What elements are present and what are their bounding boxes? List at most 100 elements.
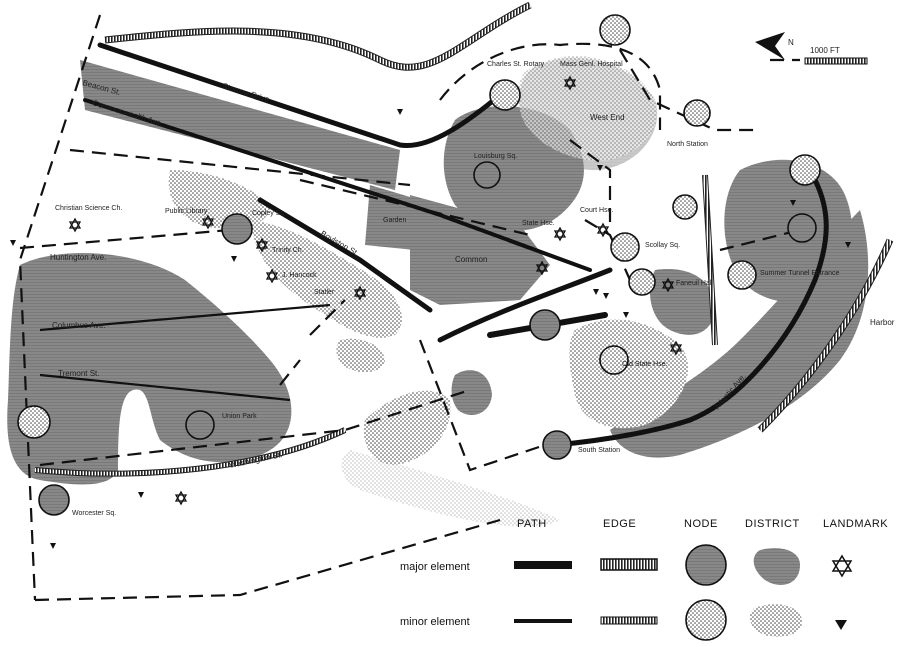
star-icon bbox=[353, 285, 367, 301]
label-trinity-ch: Trinity Ch. bbox=[272, 247, 304, 254]
triangle-icon bbox=[593, 289, 599, 295]
tremont-path bbox=[437, 267, 613, 343]
scale-group: N 1000 FT bbox=[755, 32, 868, 65]
mass-genl-node bbox=[599, 14, 631, 46]
legend-minor-edge bbox=[600, 616, 658, 625]
north-end-node-2 bbox=[787, 213, 817, 243]
triangle-icon bbox=[397, 109, 403, 115]
label-charles-st-rotary: Charles St. Rotary bbox=[487, 61, 545, 68]
worcester-sq-node bbox=[38, 484, 70, 516]
legend-major-path bbox=[514, 561, 572, 569]
label-louisburg-sq: Louisburg Sq. bbox=[474, 153, 517, 160]
label-storrow-drive: Storrow Drive bbox=[221, 81, 270, 104]
west-end-dots bbox=[518, 56, 657, 161]
star-icon bbox=[68, 217, 82, 233]
atlantic-ave-path bbox=[552, 177, 829, 448]
star-icon bbox=[255, 237, 269, 253]
major-districts bbox=[7, 57, 869, 485]
north-end-node-1 bbox=[789, 154, 821, 186]
triangle-icon bbox=[10, 240, 16, 246]
faneuil-district bbox=[650, 269, 715, 335]
legend-major-district bbox=[753, 548, 800, 585]
major-edges bbox=[34, 1, 894, 477]
garden-district bbox=[365, 185, 420, 250]
boylston-st-path bbox=[257, 197, 433, 313]
south-edge-inner bbox=[34, 428, 346, 476]
label-union-park: Union Park bbox=[222, 413, 257, 420]
park-sq-district bbox=[336, 338, 385, 373]
star-icon bbox=[661, 277, 675, 293]
star-icon bbox=[265, 268, 279, 284]
label-columbus-ave: Columbus Ave. bbox=[52, 321, 106, 330]
old-state-hse-node bbox=[599, 345, 629, 375]
star-icon bbox=[553, 226, 567, 242]
legend-col-district: DISTRICT bbox=[745, 518, 800, 530]
charles-st-rotary-node bbox=[489, 79, 521, 111]
beacon-st-path bbox=[97, 42, 503, 149]
commonwealth-ave-path bbox=[83, 98, 592, 272]
financial-district bbox=[569, 319, 688, 429]
label-west-end: West End bbox=[590, 113, 625, 122]
ne-boundary bbox=[619, 49, 760, 132]
triangle-icon bbox=[138, 492, 144, 498]
south-end-district bbox=[7, 253, 292, 485]
star-icon bbox=[563, 75, 577, 91]
triangle-icon bbox=[790, 200, 796, 206]
label-christian-science-ch: Christian Science Ch. bbox=[55, 205, 122, 212]
label-north-station: North Station bbox=[667, 141, 708, 148]
label-worcester-sq: Worcester Sq. bbox=[72, 510, 116, 517]
triangle-landmarks bbox=[10, 109, 851, 549]
harbor-edge-inner bbox=[758, 239, 893, 432]
label-copley-sq: Copley Sq. bbox=[252, 210, 286, 217]
louisburg-sq-node bbox=[473, 161, 501, 189]
legend-major-edge bbox=[600, 558, 658, 571]
west-end-boundary bbox=[439, 42, 662, 130]
minor-paths bbox=[18, 14, 801, 602]
label-huntington-ave: Huntington Ave. bbox=[50, 253, 106, 262]
star-icon bbox=[174, 490, 188, 506]
north-station-node bbox=[683, 99, 711, 127]
back-bay-district bbox=[80, 60, 400, 190]
legend-star-icon bbox=[831, 554, 853, 578]
label-mass-genl-hospital: Mass Genl. Hospital bbox=[560, 61, 623, 68]
label-tremont-st: Tremont St. bbox=[58, 369, 100, 378]
star-icon bbox=[535, 260, 549, 276]
haymarket-node bbox=[672, 194, 698, 220]
label-south-station: South Station bbox=[578, 447, 620, 454]
summer-tunnel-node bbox=[727, 260, 757, 290]
north-boundary-path bbox=[18, 14, 102, 601]
label-faneuil-hall: Faneuil Hall bbox=[676, 280, 713, 287]
major-paths bbox=[83, 42, 829, 448]
scollay-sq-node bbox=[610, 232, 640, 262]
label-garden: Garden bbox=[383, 217, 406, 224]
chinatown-district bbox=[451, 370, 492, 415]
copley-district bbox=[168, 170, 270, 229]
triangle-icon bbox=[623, 312, 629, 318]
landmarks bbox=[68, 75, 683, 506]
triangle-icon bbox=[603, 293, 609, 299]
star-icon bbox=[669, 340, 683, 356]
leather-district bbox=[363, 390, 451, 465]
south-station-node bbox=[542, 430, 572, 460]
huntington-ave-path bbox=[19, 228, 231, 250]
label-summer-tunnel: Summer Tunnel Entrance bbox=[760, 270, 839, 277]
sudbury-path bbox=[569, 139, 612, 230]
label-court-hse: Court Hse. bbox=[580, 207, 614, 214]
legend-col-node: NODE bbox=[684, 518, 718, 530]
legend: PATH EDGE NODE DISTRICT LANDMARK major e… bbox=[400, 518, 888, 641]
east-boundary-path bbox=[584, 219, 632, 281]
triangle-icon bbox=[597, 165, 603, 171]
statler-district bbox=[250, 220, 402, 338]
triangle-icon bbox=[845, 242, 851, 248]
common-district bbox=[410, 195, 550, 305]
north-arrow-icon bbox=[755, 32, 785, 60]
union-park-node bbox=[185, 410, 215, 440]
downtown-crossing-node bbox=[529, 309, 561, 341]
legend-row-major: major element bbox=[400, 561, 470, 573]
nodes bbox=[17, 14, 821, 516]
label-state-house: State Hse. bbox=[522, 220, 555, 227]
mid-dashes bbox=[279, 299, 346, 386]
lower-boundary-path bbox=[34, 518, 501, 602]
label-j-hancock: J. Hancock bbox=[282, 272, 317, 279]
